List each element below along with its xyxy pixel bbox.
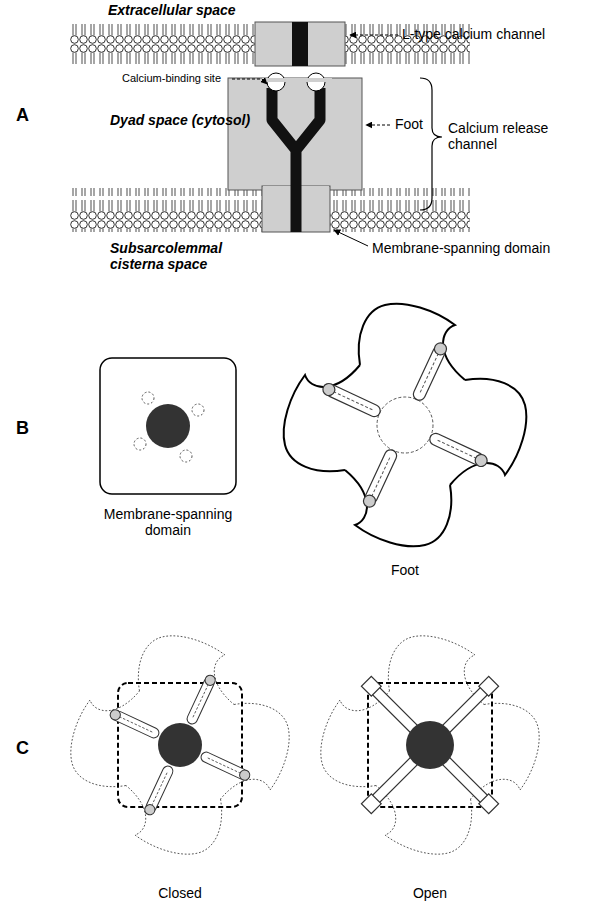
l-type-channel-part <box>292 22 308 66</box>
closed-channel-part <box>71 636 289 854</box>
region-label: Dyad space (cytosol) <box>110 112 250 128</box>
label-text: Extracellular space <box>108 2 236 18</box>
foot-top-view-part <box>284 304 527 547</box>
label-text: B <box>16 418 29 438</box>
part-label: Foot <box>395 116 423 132</box>
membrane-domain-top-view-part <box>192 404 204 416</box>
membrane-domain-top-view-part <box>180 450 192 462</box>
bracket-part <box>420 78 442 210</box>
open-channel-part <box>406 721 454 769</box>
release-channel-part <box>272 88 320 232</box>
membrane-domain-top-view-part <box>100 358 236 494</box>
foot-top-view-part <box>411 341 448 402</box>
state-label: Closed <box>130 885 230 901</box>
panel-letter: B <box>16 418 29 439</box>
region-label: Subsarcolemmal cisterna space <box>110 240 240 272</box>
l-type-channel-part <box>255 22 345 66</box>
label-text: L-type calcium channel <box>402 26 545 42</box>
part-label: Calcium-binding site <box>122 72 221 85</box>
label-text: Open <box>413 885 447 901</box>
label-text: Calcium-binding site <box>122 72 221 84</box>
membrane-domain-top-view-part <box>134 438 146 450</box>
foot-top-view-part <box>321 382 382 419</box>
foot-top-view-part <box>428 431 489 468</box>
part-label: L-type calcium channel <box>402 26 545 42</box>
closed-channel <box>71 636 289 854</box>
label-text: Dyad space (cytosol) <box>110 112 250 128</box>
panel-letter: A <box>16 105 29 126</box>
label-text: Membrane-spanning domain <box>372 240 550 256</box>
view-label: Membrane-spanning domain <box>93 506 243 538</box>
label-text: Membrane-spanning domain <box>104 506 232 538</box>
closed-channel-part <box>199 750 251 782</box>
label-text: Subsarcolemmal cisterna space <box>110 240 222 272</box>
closed-channel-part <box>118 683 242 807</box>
closed-channel-part <box>109 708 161 740</box>
bracket <box>420 78 442 210</box>
leader-lines-part <box>366 125 390 126</box>
leader-lines <box>232 35 398 246</box>
membrane-domain-top-view-part <box>142 392 154 404</box>
region-label: Extracellular space <box>108 2 236 18</box>
label-text: Closed <box>158 885 202 901</box>
l-type-channel <box>255 22 345 66</box>
closed-channel-part <box>143 764 175 816</box>
foot-top-view <box>284 304 527 547</box>
open-channel-part <box>321 636 539 854</box>
leader-lines-part <box>334 230 368 246</box>
label-text: C <box>16 738 29 758</box>
label-text: A <box>16 105 29 125</box>
foot-top-view-part <box>377 397 433 453</box>
release-channel-part <box>262 78 332 82</box>
closed-channel-part <box>158 723 202 767</box>
panel-letter: C <box>16 738 29 759</box>
label-text: Foot <box>395 116 423 132</box>
label-text: Calcium release channel <box>448 120 548 152</box>
foot-top-view-part <box>362 448 399 509</box>
release-channel <box>228 73 362 232</box>
state-label: Open <box>380 885 480 901</box>
part-label: Membrane-spanning domain <box>372 240 550 256</box>
membrane-domain-top-view <box>100 358 236 494</box>
part-label: Calcium release channel <box>448 120 566 152</box>
leader-lines-part <box>232 79 267 84</box>
leader-lines-part <box>350 35 398 36</box>
membrane-domain-top-view-part <box>146 404 190 448</box>
closed-channel-part <box>185 674 217 726</box>
open-channel <box>321 636 539 854</box>
view-label: Foot <box>365 562 445 578</box>
label-text: Foot <box>391 562 419 578</box>
